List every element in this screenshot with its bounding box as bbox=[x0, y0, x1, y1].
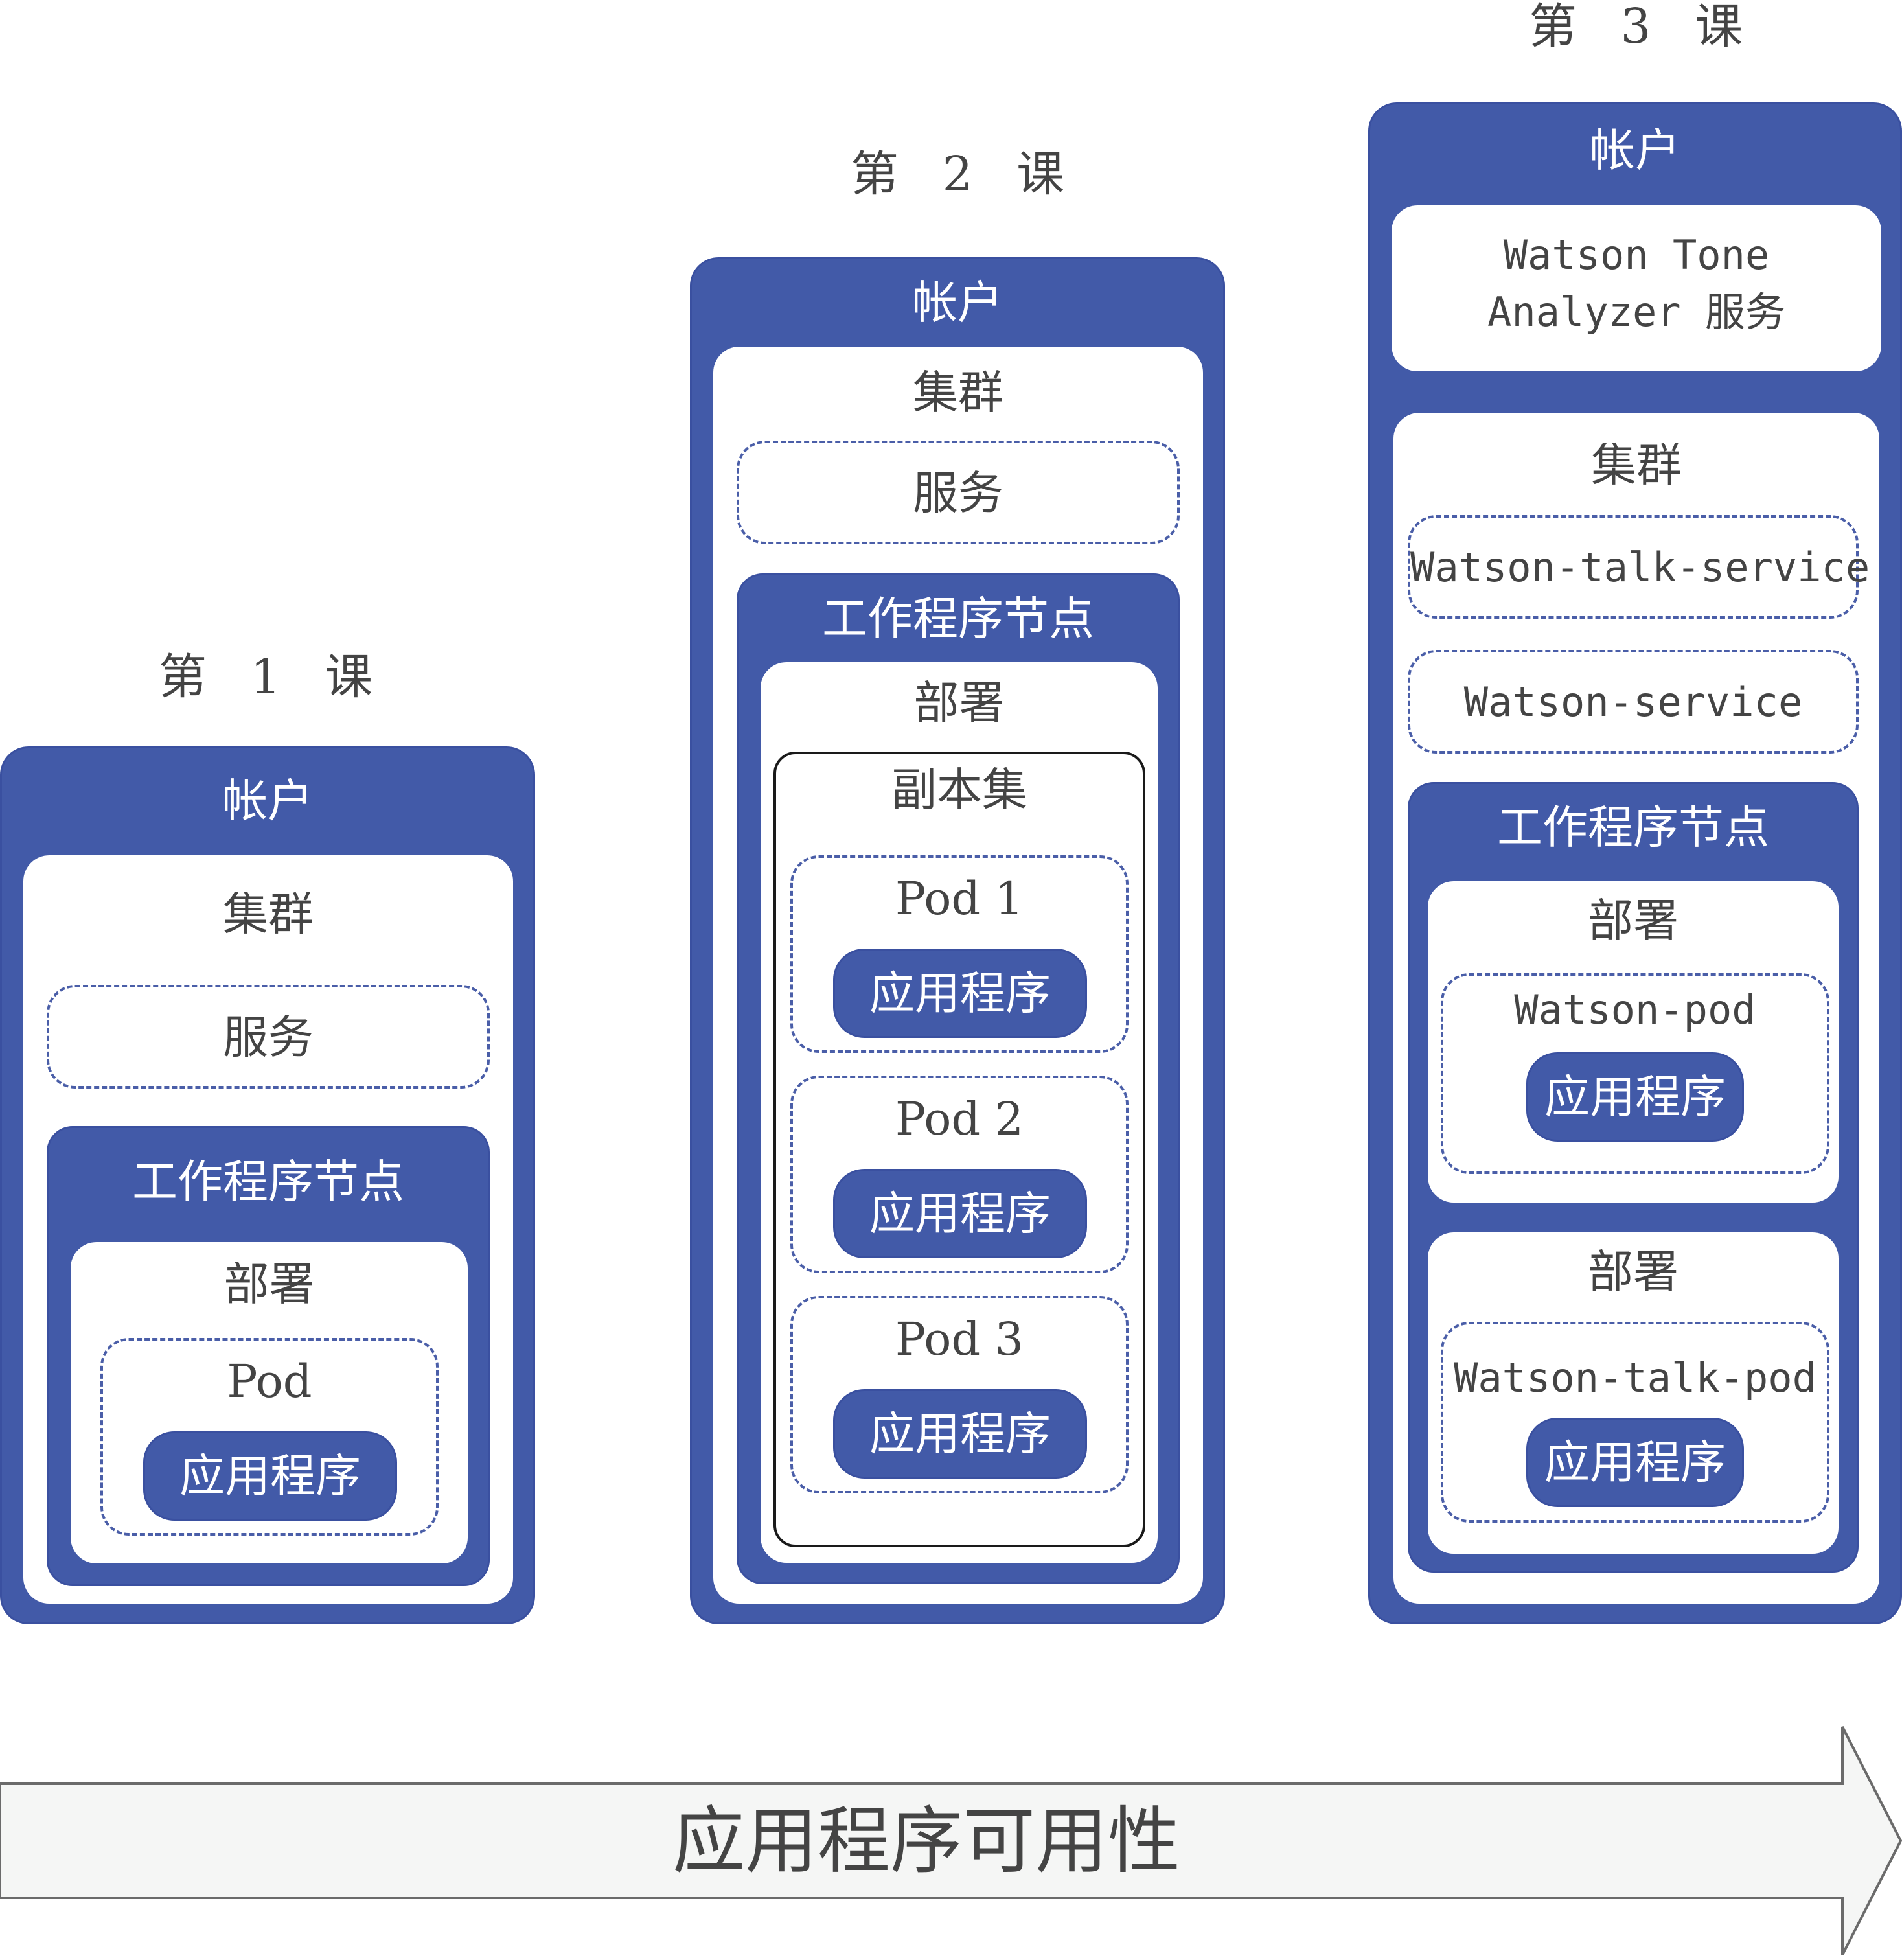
lesson-1-title: 第 1 课 bbox=[159, 649, 387, 705]
account-label: 帐户 bbox=[1590, 124, 1680, 177]
deployment-label: 部署 bbox=[913, 676, 1005, 730]
service-box-talk: Watson-talk-service bbox=[1408, 515, 1870, 619]
pod-label: Pod bbox=[227, 1355, 312, 1408]
worker-node-label: 工作程序节点 bbox=[822, 592, 1094, 645]
app-pill: 应用程序 bbox=[833, 1169, 1087, 1258]
cluster-box: 集群 服务 工作程序节点 部署 副本集 Pod 1 应用程序 Pod 2 应用程… bbox=[713, 347, 1203, 1604]
availability-arrow bbox=[0, 1726, 1902, 1955]
cluster-label: 集群 bbox=[913, 366, 1003, 419]
lesson-2-title: 第 2 课 bbox=[851, 146, 1079, 202]
worker-node-label: 工作程序节点 bbox=[1497, 801, 1769, 854]
pod-box: Pod 应用程序 bbox=[100, 1338, 439, 1536]
worker-node-label: 工作程序节点 bbox=[132, 1155, 404, 1208]
pod-label: Watson-talk-pod bbox=[1454, 1354, 1816, 1401]
lesson-3-title: 第 3 课 bbox=[1529, 0, 1758, 54]
pod-box: Watson-pod 应用程序 bbox=[1441, 973, 1829, 1174]
lesson-3-account: 帐户 Watson Tone Analyzer 服务 集群 Watson-tal… bbox=[1368, 102, 1902, 1624]
tone-analyzer-line-1: Watson Tone bbox=[1503, 231, 1770, 279]
pod-box: Pod 3 应用程序 bbox=[790, 1296, 1129, 1493]
pod-box: Watson-talk-pod 应用程序 bbox=[1441, 1322, 1829, 1523]
pod-box: Pod 2 应用程序 bbox=[790, 1076, 1129, 1273]
account-label: 帐户 bbox=[222, 774, 313, 827]
deployment-box: 部署 副本集 Pod 1 应用程序 Pod 2 应用程序 Pod 3 应用程序 bbox=[761, 662, 1158, 1563]
service-box: 服务 bbox=[737, 441, 1180, 544]
deployment-box: 部署 Watson-pod 应用程序 bbox=[1428, 881, 1839, 1203]
pod-label: Watson-pod bbox=[1514, 986, 1756, 1033]
account-label: 帐户 bbox=[912, 276, 1003, 329]
service-watson-label: Watson-service bbox=[1463, 678, 1803, 726]
lesson-2-account: 帐户 集群 服务 工作程序节点 部署 副本集 Pod 1 应用程序 Pod 2 … bbox=[690, 257, 1225, 1624]
cluster-box: 集群 Watson-talk-service Watson-service 工作… bbox=[1393, 413, 1879, 1604]
pod-box: Pod 1 应用程序 bbox=[790, 855, 1129, 1053]
app-pill: 应用程序 bbox=[833, 1389, 1087, 1479]
service-label: 服务 bbox=[223, 1011, 314, 1064]
tone-analyzer-service-box: Watson Tone Analyzer 服务 bbox=[1392, 205, 1881, 371]
cluster-box: 集群 服务 工作程序节点 部署 Pod 应用程序 bbox=[23, 855, 513, 1604]
pod-label: Pod 2 bbox=[895, 1092, 1024, 1146]
cluster-label: 集群 bbox=[223, 888, 314, 941]
service-box: 服务 bbox=[47, 985, 490, 1089]
replica-set-box: 副本集 Pod 1 应用程序 Pod 2 应用程序 Pod 3 应用程序 bbox=[773, 752, 1145, 1547]
lesson-1-account: 帐户 集群 服务 工作程序节点 部署 Pod 应用程序 bbox=[0, 746, 535, 1624]
deployment-label: 部署 bbox=[1588, 1245, 1679, 1298]
deployment-box: 部署 Watson-talk-pod 应用程序 bbox=[1428, 1232, 1839, 1554]
pod-label: Pod 3 bbox=[895, 1313, 1024, 1366]
service-box-watson: Watson-service bbox=[1408, 650, 1859, 754]
deployment-label: 部署 bbox=[1588, 894, 1679, 947]
worker-node-box: 工作程序节点 部署 Pod 应用程序 bbox=[47, 1126, 490, 1586]
deployment-box: 部署 Pod 应用程序 bbox=[71, 1242, 468, 1563]
app-pill: 应用程序 bbox=[1526, 1418, 1744, 1507]
cluster-label: 集群 bbox=[1591, 439, 1682, 492]
worker-node-box: 工作程序节点 部署 副本集 Pod 1 应用程序 Pod 2 应用程序 Pod … bbox=[737, 573, 1180, 1584]
pod-label: Pod 1 bbox=[895, 872, 1024, 925]
availability-arrow-label: 应用程序可用性 bbox=[672, 1799, 1180, 1884]
availability-arrow-shape bbox=[0, 1726, 1902, 1955]
replica-set-label: 副本集 bbox=[891, 763, 1027, 816]
deployment-label: 部署 bbox=[223, 1258, 315, 1311]
service-label: 服务 bbox=[913, 467, 1003, 520]
tone-analyzer-line-2: Analyzer 服务 bbox=[1487, 288, 1785, 336]
app-pill: 应用程序 bbox=[143, 1431, 397, 1521]
app-pill: 应用程序 bbox=[1526, 1052, 1744, 1142]
worker-node-box: 工作程序节点 部署 Watson-pod 应用程序 部署 Watson-talk… bbox=[1408, 782, 1859, 1573]
service-talk-label: Watson-talk-service bbox=[1410, 544, 1870, 591]
app-pill: 应用程序 bbox=[833, 949, 1087, 1038]
